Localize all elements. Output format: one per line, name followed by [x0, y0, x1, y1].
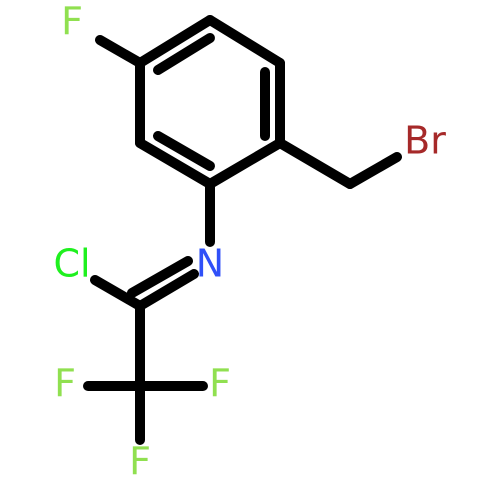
imine-nitrogen-label: N: [196, 242, 224, 286]
ch2-to-bromo-bond: [345, 152, 402, 189]
ring-bond-4: [135, 138, 215, 189]
ring-to-ch2-bond: [275, 138, 355, 189]
ring-bond-3: [205, 138, 285, 189]
fluoro-ring-label: F: [61, 0, 83, 44]
imine-double-bond-outer: [135, 269, 199, 311]
cf3-right-fluoro-label: F: [209, 362, 231, 406]
cf3-bottom-fluoro-label: F: [129, 440, 151, 484]
atom-labels: F Br N Cl F F F: [53, 0, 446, 484]
bromo-label: Br: [404, 119, 446, 163]
imine-double-bond-inner: [127, 256, 193, 298]
ring-fluoro-bond: [95, 35, 145, 68]
ring-inner-double-bond-bottom: [153, 131, 215, 171]
bond-lines: [83, 15, 402, 445]
ring-bond-6: [135, 15, 215, 68]
ring-inner-double-bond-top: [153, 33, 215, 75]
carbon-chloro-bond: [90, 275, 145, 311]
chloro-label: Cl: [53, 242, 90, 286]
cf3-left-fluoro-label: F: [54, 362, 76, 406]
ring-bond-1: [205, 15, 285, 68]
